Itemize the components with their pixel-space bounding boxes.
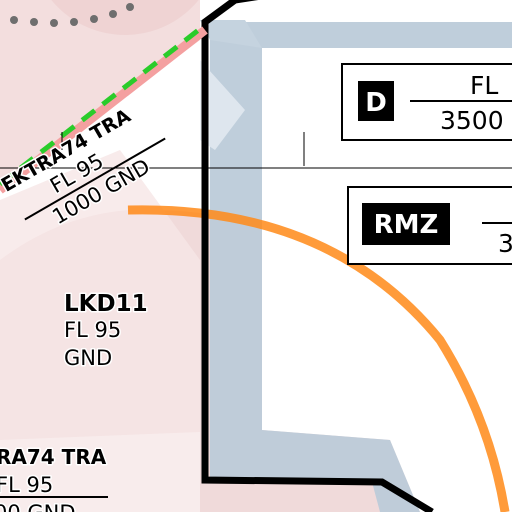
lkd11-upper: FL 95 <box>64 318 121 342</box>
tra-south-upper: FL 95 <box>0 473 53 497</box>
airspace-boundary <box>201 0 434 512</box>
ctr-highlight <box>200 60 245 150</box>
restricted-area-top-circle <box>51 0 199 35</box>
class-d-bottom: 3500 <box>440 106 504 135</box>
tra-south-name: RA74 TRA <box>0 445 107 469</box>
tra-south-lower: 00 GND <box>0 501 76 512</box>
class-d-box: D FL 3500 <box>341 63 512 141</box>
class-d-badge-text: D <box>365 88 387 118</box>
dotted-boundary <box>10 3 134 27</box>
rmz-bottom: 3 <box>498 229 512 258</box>
tra-north-divider <box>24 137 166 221</box>
rmz-badge <box>362 203 450 245</box>
lkd11-name: LKD11 <box>64 291 148 317</box>
rmz-badge-text: RMZ <box>374 210 439 240</box>
tra-area-left <box>0 150 200 512</box>
ctr-band <box>210 22 512 512</box>
tra-area-bottom <box>0 432 200 512</box>
ctr-band-inner <box>200 20 262 48</box>
rmz-box: RMZ 3 <box>347 186 512 265</box>
lkd11-lower: GND <box>64 346 112 370</box>
ctr-interior <box>262 48 512 512</box>
route-line-pink <box>0 26 208 194</box>
class-d-badge <box>358 81 394 121</box>
tma-boundary <box>127 205 510 512</box>
class-d-top: FL <box>470 71 498 100</box>
route-line-green <box>0 23 207 186</box>
